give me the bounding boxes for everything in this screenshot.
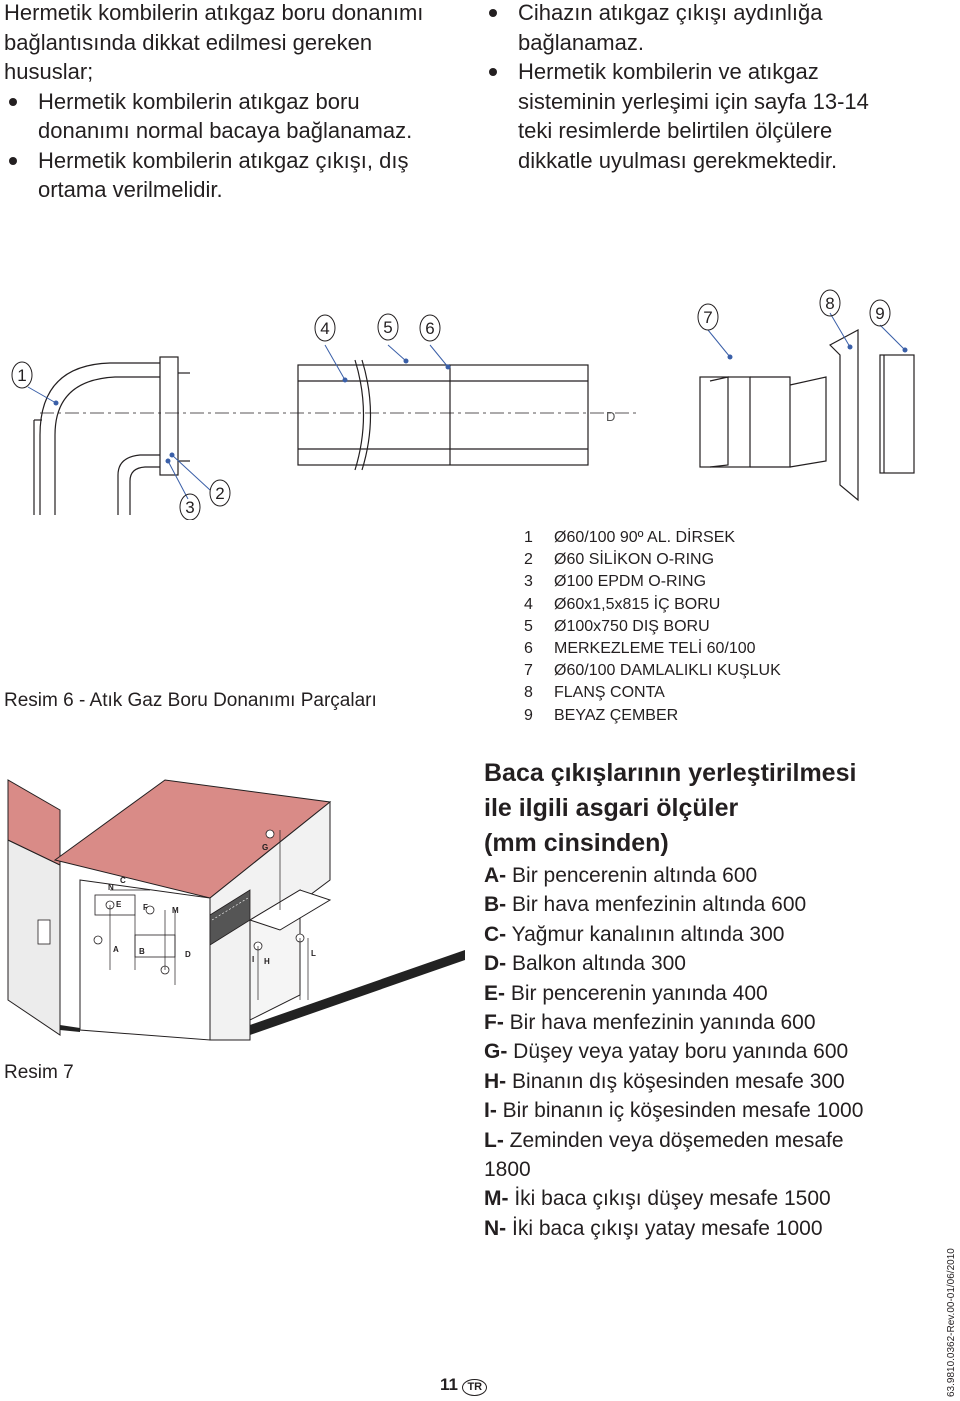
intro-right: Cihazın atıkgaz çıkışı aydınlığa bağlana… bbox=[484, 0, 904, 175]
dimensions-heading: Baca çıkışlarının yerleştirilmesi ile il… bbox=[484, 759, 857, 857]
dimension-label-D: D bbox=[185, 950, 191, 959]
callout-8: 8 bbox=[825, 294, 834, 313]
list-item: M- İki baca çıkışı düşey mesafe 1500 bbox=[484, 1187, 831, 1211]
list-item: A- Bir pencerenin altında 600 bbox=[484, 864, 758, 887]
list-item: D- Balkon altında 300 bbox=[484, 952, 686, 976]
dimension-label-A: A bbox=[113, 945, 119, 954]
list-item: Hermetik kombilerin ve atıkgaz sistemini… bbox=[484, 57, 904, 175]
flue-pipe-parts-drawing: 1 2 3 4 5 6 7 8 9 D bbox=[11, 289, 915, 520]
list-item: Hermetik kombilerin atıkgaz boru donanım… bbox=[4, 87, 454, 146]
list-item: G- Düşey veya yatay boru yanında 600 bbox=[484, 1040, 849, 1064]
dimensions-section: Baca çıkışlarının yerleştirilmesi ile il… bbox=[484, 756, 934, 1243]
callout-4: 4 bbox=[320, 319, 329, 338]
building-flue-placement-drawing: N C E F M A B D G I H L bbox=[7, 779, 465, 1041]
list-item: L- Zeminden veya döşemeden mesafe bbox=[484, 1128, 844, 1152]
dimension-label-N: N bbox=[108, 883, 114, 892]
page-footer: 11 TR bbox=[440, 1375, 488, 1396]
intro-left: Hermetik kombilerin atıkgaz boru donanım… bbox=[4, 0, 454, 205]
page-number: 11 bbox=[440, 1375, 458, 1394]
intro-left-bullets: Hermetik kombilerin atıkgaz boru donanım… bbox=[4, 87, 454, 205]
intro-right-bullets: Cihazın atıkgaz çıkışı aydınlığa bağlana… bbox=[484, 0, 904, 175]
list-item: Cihazın atıkgaz çıkışı aydınlığa bağlana… bbox=[484, 0, 904, 57]
callout-1: 1 bbox=[17, 366, 26, 385]
callout-3: 3 bbox=[185, 498, 194, 517]
list-item: 1800 bbox=[484, 1158, 531, 1182]
list-item: E- Bir pencerenin yanında 400 bbox=[484, 981, 768, 1005]
callout-5: 5 bbox=[383, 318, 392, 337]
dimension-label-H: H bbox=[264, 957, 270, 966]
dimension-label-F: F bbox=[143, 903, 148, 912]
list-item: F- Bir hava menfezinin yanında 600 bbox=[484, 1011, 816, 1035]
callout-7: 7 bbox=[703, 308, 712, 327]
dimension-label-C: C bbox=[120, 876, 126, 885]
dimension-label-G: G bbox=[262, 843, 268, 852]
dimension-label-B: B bbox=[139, 947, 145, 956]
dimension-label-I: I bbox=[252, 955, 254, 964]
list-item: Hermetik kombilerin atıkgaz çıkışı, dış … bbox=[4, 146, 454, 205]
drawing-inner-label: D bbox=[606, 409, 615, 424]
document-reference: 63.9810.0362-Rev.00-01/06/2010 bbox=[946, 1248, 957, 1397]
dimension-label-M: M bbox=[172, 906, 179, 915]
intro-heading: Hermetik kombilerin atıkgaz boru donanım… bbox=[4, 0, 424, 84]
list-item: B- Bir hava menfezinin altında 600 bbox=[484, 893, 807, 917]
list-item: N- İki baca çıkışı yatay mesafe 1000 bbox=[484, 1216, 823, 1240]
callout-9: 9 bbox=[875, 304, 884, 323]
callout-6: 6 bbox=[425, 319, 434, 338]
dimension-label-L: L bbox=[311, 949, 316, 958]
figure6-caption: Resim 6 - Atık Gaz Boru Donanımı Parçala… bbox=[4, 690, 377, 711]
language-badge: TR bbox=[462, 1379, 488, 1396]
list-item: C- Yağmur kanalının altında 300 bbox=[484, 922, 785, 946]
list-item: H- Binanın dış köşesinden mesafe 300 bbox=[484, 1069, 845, 1093]
dimensions-list: A- Bir pencerenin altında 600 B- Bir hav… bbox=[484, 861, 934, 1243]
figure7-caption: Resim 7 bbox=[4, 1062, 74, 1083]
callout-2: 2 bbox=[215, 484, 224, 503]
dimension-label-E: E bbox=[116, 900, 122, 909]
list-item: I- Bir binanın iç köşesinden mesafe 1000 bbox=[484, 1099, 864, 1123]
